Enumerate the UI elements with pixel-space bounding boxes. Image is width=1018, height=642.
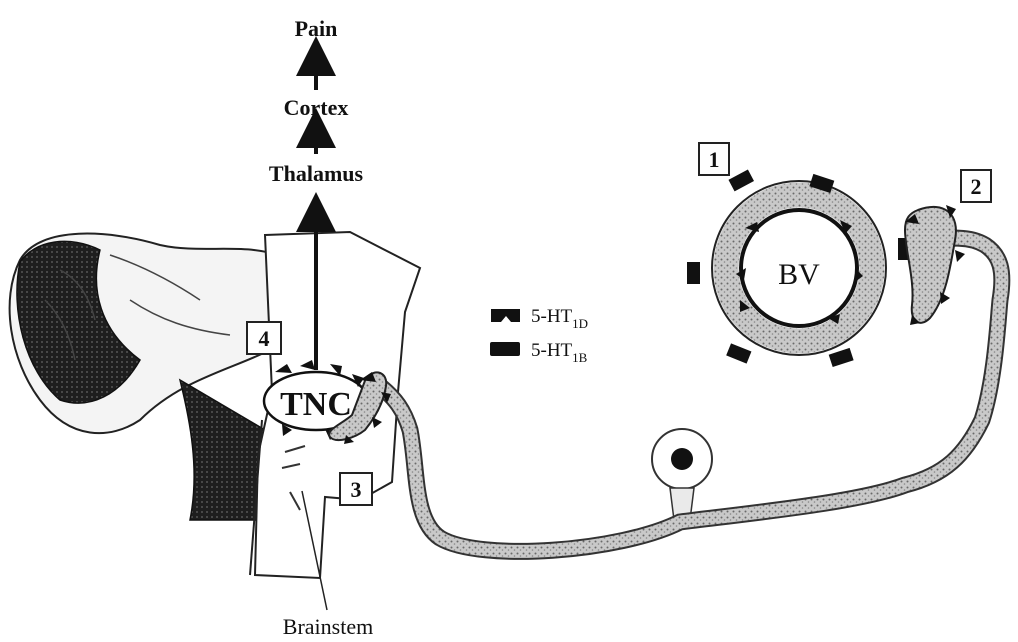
site-marker-4: 4 bbox=[247, 322, 281, 354]
svg-text:5-HT1B: 5-HT1B bbox=[531, 340, 588, 365]
thalamus-label: Thalamus bbox=[269, 161, 364, 186]
legend: 5-HT1D 5-HT1B bbox=[490, 306, 588, 365]
site-marker-3: 3 bbox=[340, 473, 372, 505]
pain-label: Pain bbox=[295, 16, 338, 41]
legend-5ht1d-label: 5-HT bbox=[531, 306, 573, 327]
blood-vessel: BV bbox=[687, 170, 911, 368]
legend-item-5ht1b: 5-HT1B bbox=[490, 340, 588, 365]
legend-item-5ht1d: 5-HT1D bbox=[491, 306, 588, 331]
tnc-label: TNC bbox=[280, 386, 352, 423]
peripheral-terminal bbox=[905, 205, 965, 325]
bv-label: BV bbox=[778, 258, 820, 291]
solid-receptor-icon bbox=[490, 342, 520, 356]
cortex-label: Cortex bbox=[284, 95, 349, 120]
legend-5ht1b-label: 5-HT bbox=[531, 340, 573, 361]
legend-5ht1d-sub: 1D bbox=[572, 316, 588, 331]
site-marker-1: 1 bbox=[699, 143, 729, 175]
trigeminal-ganglion-neuron bbox=[652, 429, 712, 520]
notched-receptor-icon bbox=[491, 309, 520, 322]
svg-text:5-HT1D: 5-HT1D bbox=[531, 306, 588, 331]
legend-5ht1b-sub: 1B bbox=[572, 350, 588, 365]
site-2-label: 2 bbox=[971, 174, 982, 199]
brainstem-label: Brainstem bbox=[283, 614, 373, 639]
brain-illustration bbox=[10, 234, 294, 520]
site-1-label: 1 bbox=[709, 147, 720, 172]
site-4-label: 4 bbox=[259, 326, 270, 351]
site-3-label: 3 bbox=[351, 477, 362, 502]
site-marker-2: 2 bbox=[961, 170, 991, 202]
